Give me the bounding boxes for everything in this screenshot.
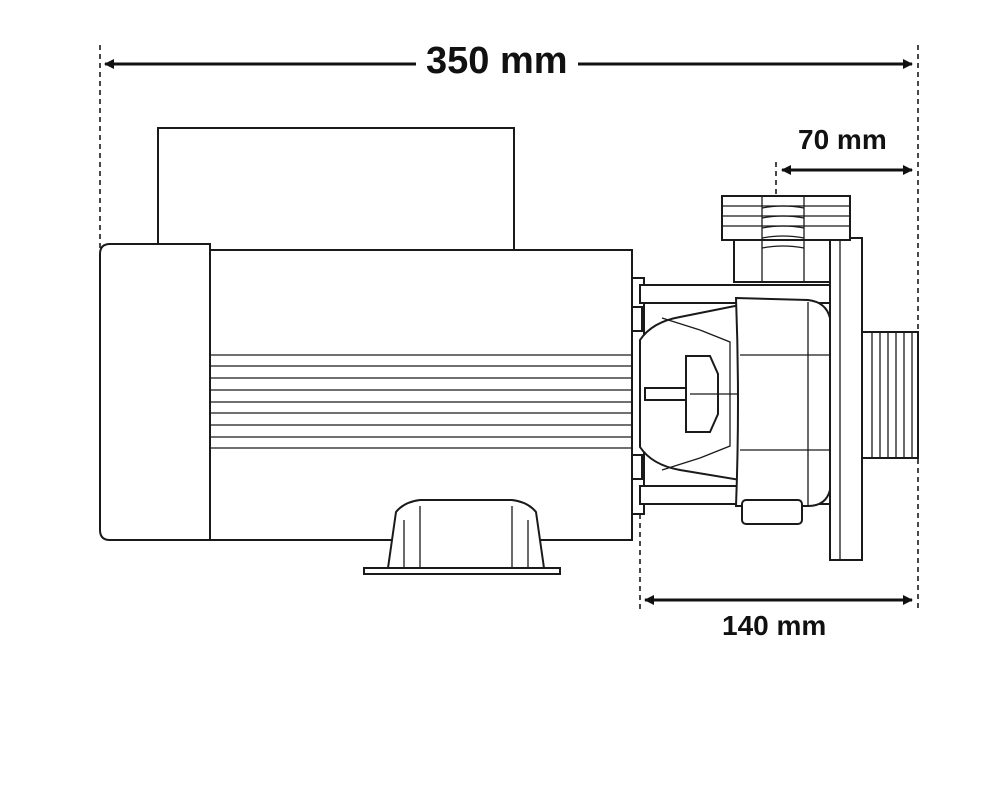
extension-lines [99, 45, 919, 612]
inlet-fitting [861, 331, 919, 459]
outlet-fitting [721, 195, 851, 283]
outlet-thread [761, 196, 805, 282]
motor [99, 127, 633, 575]
outlet-offset-label: 70 mm [796, 124, 889, 156]
pump-volute [734, 296, 831, 507]
mounting-foot [363, 499, 561, 575]
wet-end [639, 237, 863, 561]
inlet-thread [871, 332, 913, 458]
motor-end-cap [99, 243, 211, 541]
wet-end-length-label: 140 mm [720, 610, 829, 642]
front-flange [829, 237, 863, 561]
cooling-fins [210, 354, 632, 449]
overall-length-label: 350 mm [416, 40, 578, 83]
motor-body [209, 249, 633, 541]
terminal-box [157, 127, 515, 251]
